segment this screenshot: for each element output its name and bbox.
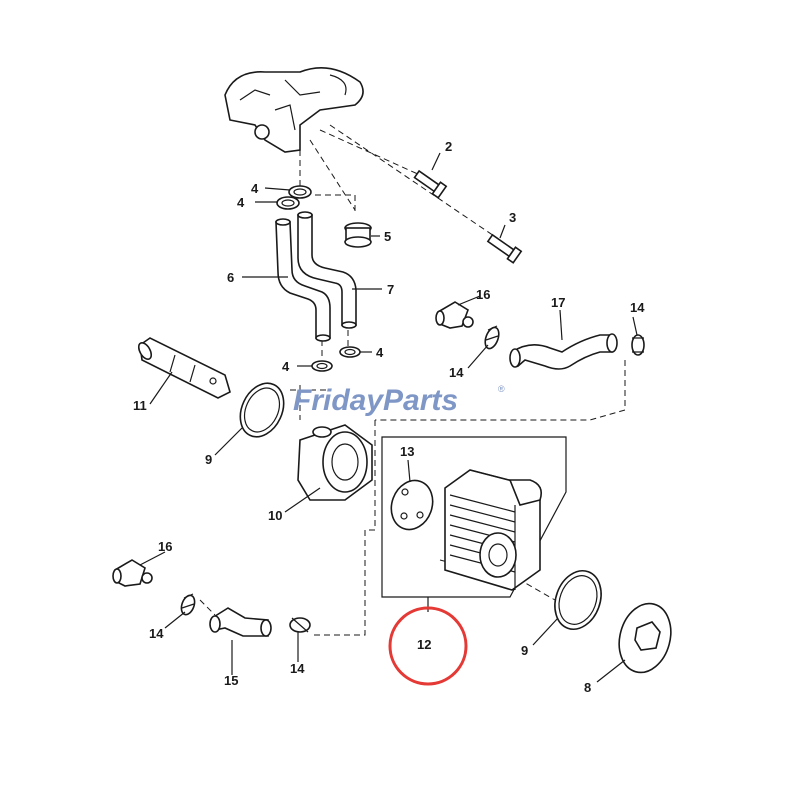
- bolt-part-2: [413, 169, 448, 199]
- seal-ring-part-9-right: [554, 570, 602, 630]
- tube-part-11: [137, 337, 231, 399]
- callout-4: 4: [237, 195, 245, 210]
- housing-part-10: [297, 424, 373, 501]
- elbow-part-16-lower: [112, 559, 153, 587]
- assembly-dashed-lines: [199, 120, 626, 636]
- callout-13: 13: [400, 444, 414, 459]
- callout-numbers: 2 3 4 4 4 4 5 6 7 8 9 9 10 11 12 13 14 1…: [133, 139, 645, 695]
- callout-9: 9: [521, 643, 528, 658]
- callout-14: 14: [149, 626, 164, 641]
- bolt-part-3: [486, 233, 523, 264]
- watermark-text-parts: Parts: [383, 384, 458, 417]
- hose-part-15: [209, 607, 272, 637]
- callout-6: 6: [227, 270, 234, 285]
- callout-17: 17: [551, 295, 565, 310]
- cap-part-8: [618, 602, 672, 674]
- callout-16: 16: [476, 287, 490, 302]
- hose-part-17: [509, 333, 618, 370]
- clip-part-14: [180, 325, 645, 633]
- washer-part-4: [276, 185, 361, 372]
- engine-block-housing: [224, 66, 364, 153]
- callout-12: 12: [417, 637, 431, 652]
- watermark-logo: FridayParts ®: [293, 384, 505, 417]
- callout-4: 4: [251, 181, 259, 196]
- watermark-text-friday: Friday: [293, 384, 384, 417]
- callout-15: 15: [224, 673, 238, 688]
- watermark-registered-mark: ®: [498, 384, 505, 394]
- callout-7: 7: [387, 282, 394, 297]
- svg-text:FridayParts: FridayParts: [293, 384, 458, 417]
- seal-ring-part-9-left: [239, 382, 285, 438]
- callout-10: 10: [268, 508, 282, 523]
- callout-5: 5: [384, 229, 391, 244]
- callout-3: 3: [509, 210, 516, 225]
- pipe-part-6: [275, 218, 331, 342]
- callout-8: 8: [584, 680, 591, 695]
- callout-leader-lines: [139, 152, 638, 683]
- callout-2: 2: [445, 139, 452, 154]
- callout-4: 4: [376, 345, 384, 360]
- callout-16: 16: [158, 539, 172, 554]
- callout-9: 9: [205, 452, 212, 467]
- callout-11: 11: [133, 398, 147, 413]
- elbow-part-16-upper: [435, 301, 474, 329]
- callout-4: 4: [282, 359, 290, 374]
- gasket-part-13: [390, 479, 434, 531]
- callout-14: 14: [449, 365, 464, 380]
- highlight-circle: [388, 606, 468, 686]
- cooler-box-part-12: [381, 436, 567, 598]
- callout-14: 14: [290, 661, 305, 676]
- pipe-part-7: [297, 211, 357, 329]
- fitting-part-5: [344, 222, 372, 248]
- callout-14: 14: [630, 300, 645, 315]
